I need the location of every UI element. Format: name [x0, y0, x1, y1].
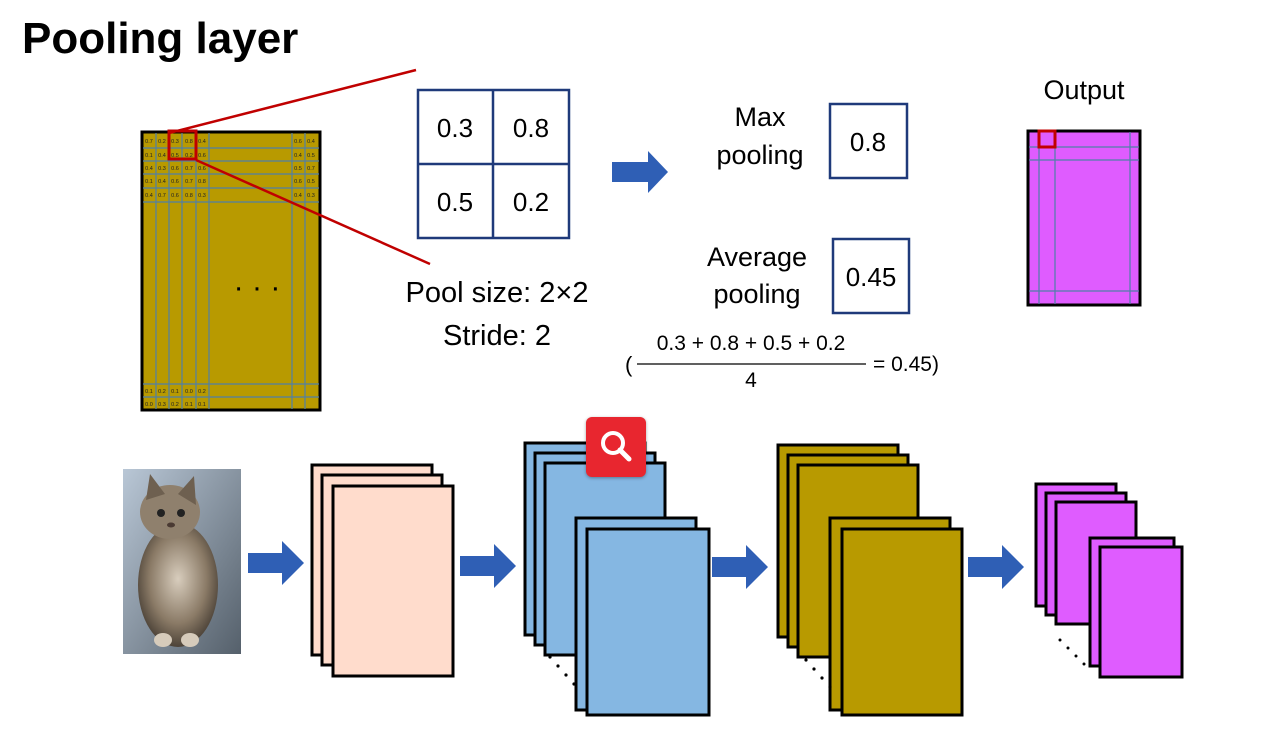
matrix-cell-value: 0.4: [145, 193, 153, 199]
matrix-cell-value: 0.2: [185, 153, 193, 159]
input-feature-map: 0.7 0.2 0.3 0.8 0.4 0.1 0.4 0.5 0.2 0.6 0.4 0.3 0.6 0…: [140, 130, 322, 412]
output-label: Output: [1043, 75, 1125, 105]
pool-cell: 0.2: [513, 187, 549, 217]
output-feature-map: [1026, 129, 1142, 307]
formula-open-paren: (: [625, 352, 633, 377]
conv-stack: [523, 441, 711, 717]
matrix-cell-value: 0.4: [145, 166, 153, 172]
pooled-stack: [1034, 482, 1184, 679]
matrix-cell-value: 0.4: [294, 153, 302, 159]
matrix-cell-value: 0.3: [171, 139, 179, 145]
matrix-cell-value: 0.6: [171, 193, 179, 199]
kitten-photo: [123, 469, 241, 654]
matrix-cell-value: 0.7: [145, 139, 153, 145]
max-pooling-label: Max: [734, 102, 786, 132]
matrix-cell-value: 0.8: [198, 179, 206, 185]
matrix-cell-value: 0.0: [145, 402, 153, 408]
matrix-cell-value: 0.4: [307, 139, 315, 145]
max-pooling-label: pooling: [716, 140, 803, 170]
matrix-cell-value: 0.4: [294, 193, 302, 199]
zoom-button[interactable]: [586, 417, 646, 477]
matrix-cell-value: 0.2: [171, 402, 179, 408]
max-pooling-value: 0.8: [850, 127, 886, 157]
matrix-cell-value: 0.1: [198, 402, 206, 408]
pool-size-label: Pool size: 2×2: [406, 277, 589, 309]
matrix-cell-value: 0.7: [158, 193, 166, 199]
matrix-cell-value: 0.1: [185, 402, 193, 408]
matrix-cell-value: 0.6: [198, 166, 206, 172]
avg-pooling-label: Average: [707, 242, 807, 272]
matrix-cell-value: 0.4: [158, 179, 166, 185]
matrix-cell-value: 0.6: [294, 139, 302, 145]
arrow-right-icon: [712, 545, 768, 589]
avg-pooling-value: 0.45: [846, 262, 897, 292]
matrix-cell-value: 0.2: [158, 389, 166, 395]
formula-result: = 0.45): [873, 353, 939, 376]
matrix-cell-value: 0.3: [158, 166, 166, 172]
matrix-cell-value: 0.4: [198, 139, 206, 145]
zoom-connector: [167, 68, 431, 266]
matrix-cell-value: 0.1: [145, 389, 153, 395]
arrow-right-icon: [968, 545, 1024, 589]
ellipsis: · · ·: [234, 271, 281, 304]
matrix-cell-value: 0.1: [145, 153, 153, 159]
matrix-cell-value: 0.5: [307, 153, 315, 159]
page-title: Pooling layer: [22, 14, 299, 63]
matrix-cell-value: 0.8: [185, 139, 193, 145]
pool-cell: 0.8: [513, 113, 549, 143]
matrix-cell-value: 0.4: [158, 153, 166, 159]
matrix-cell-value: 0.7: [307, 166, 315, 172]
arrow-right-icon: [612, 151, 668, 193]
search-icon: [601, 431, 632, 462]
pool-grid: 0.3 0.8 0.5 0.2: [416, 88, 571, 240]
input-stack: [310, 463, 455, 678]
matrix-cell-value: 0.6: [294, 179, 302, 185]
matrix-cell-value: 0.7: [185, 179, 193, 185]
matrix-cell-value: 0.6: [171, 166, 179, 172]
feature-stack: [776, 443, 964, 717]
matrix-cell-value: 0.3: [198, 193, 206, 199]
matrix-cell-value: 0.5: [294, 166, 302, 172]
matrix-cell-value: 0.2: [158, 139, 166, 145]
arrow-right-icon: [248, 541, 304, 585]
matrix-cell-value: 0.0: [185, 389, 193, 395]
stride-label: Stride: 2: [443, 320, 551, 352]
matrix-cell-value: 0.6: [198, 153, 206, 159]
avg-pooling-label: pooling: [713, 279, 800, 309]
avg-pooling-box: [831, 237, 911, 315]
pool-window-highlight: [167, 129, 198, 161]
matrix-cell-value: 0.6: [171, 179, 179, 185]
stack-ellipsis: [1058, 638, 1086, 666]
output-cell-highlight: [1037, 129, 1057, 149]
pool-cell: 0.5: [437, 187, 473, 217]
matrix-cell-value: 0.7: [185, 166, 193, 172]
matrix-cell-value: 0.5: [307, 179, 315, 185]
stack-ellipsis: [804, 658, 832, 689]
matrix-cell-value: 0.2: [198, 389, 206, 395]
stack-ellipsis: [548, 655, 576, 686]
max-pooling-box: [828, 102, 909, 180]
average-formula: ( 0.3 + 0.8 + 0.5 + 0.2 4 = 0.45): [625, 332, 939, 392]
formula-denominator: 4: [745, 369, 757, 392]
arrow-right-icon: [460, 544, 516, 588]
matrix-cell-value: 0.1: [145, 179, 153, 185]
matrix-cell-value: 0.5: [171, 153, 179, 159]
matrix-cell-value: 0.3: [158, 402, 166, 408]
matrix-cell-value: 0.8: [185, 193, 193, 199]
matrix-cell-value: 0.1: [171, 389, 179, 395]
pool-cell: 0.3: [437, 113, 473, 143]
formula-numerator: 0.3 + 0.8 + 0.5 + 0.2: [657, 332, 846, 355]
matrix-cell-value: 0.3: [307, 193, 315, 199]
